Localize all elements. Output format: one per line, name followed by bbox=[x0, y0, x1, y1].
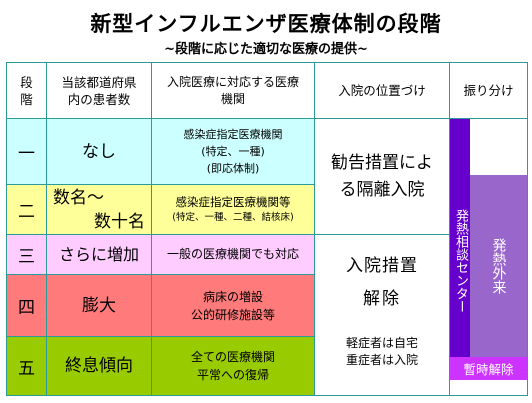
temporary-lift: 暫時解除 bbox=[450, 357, 527, 380]
medical-2: 感染症指定医療機関等 (特定、一種、二種、結核床) bbox=[152, 185, 315, 235]
stage-4: 四 bbox=[7, 275, 47, 337]
stage-table: 段 階 当該都道府県 内の患者数 入院医療に対応する医療 機関 入院の位置づけ … bbox=[6, 62, 528, 396]
patients-3: さらに増加 bbox=[47, 235, 152, 275]
stage-2: 二 bbox=[7, 185, 47, 235]
recommend-isolation: 勧告措置によ る隔離入院 bbox=[315, 119, 450, 235]
header-patients: 当該都道府県 内の患者数 bbox=[47, 63, 152, 119]
patients-4: 膨大 bbox=[47, 275, 152, 337]
page-title: 新型インフルエンザ医療体制の段階 bbox=[90, 12, 442, 36]
medical-3: 一般の医療機関でも対応 bbox=[152, 235, 315, 275]
medical-5: 全ての医療機関 平常への復帰 bbox=[152, 337, 315, 395]
triage-bottom-blank bbox=[450, 380, 527, 395]
medical-4: 病床の増設 公的研修施設等 bbox=[152, 275, 315, 337]
page-subtitle: ~段階に応じた適切な医療の提供~ bbox=[164, 42, 368, 57]
header-stage: 段 階 bbox=[7, 63, 47, 119]
hospitalization-lifted: 入院措置 解除 軽症者は自宅 重症者は入院 bbox=[315, 235, 450, 395]
fever-consultation-center: 発熱相談センター bbox=[450, 119, 470, 357]
header-position: 入院の位置づけ bbox=[315, 63, 450, 119]
stage-3: 三 bbox=[7, 235, 47, 275]
header-triage: 振り分け bbox=[450, 63, 527, 119]
patients-5: 終息傾向 bbox=[47, 337, 152, 395]
stage-1: 一 bbox=[7, 119, 47, 185]
stage-5: 五 bbox=[7, 337, 47, 395]
fever-outpatient-clinic: 発熱外来 bbox=[470, 175, 527, 357]
medical-1: 感染症指定医療機関 (特定、一種) (即応体制) bbox=[152, 119, 315, 185]
patients-1: なし bbox=[47, 119, 152, 185]
patients-2: 数名〜 数十名 bbox=[47, 185, 152, 235]
header-medical: 入院医療に対応する医療 機関 bbox=[152, 63, 315, 119]
